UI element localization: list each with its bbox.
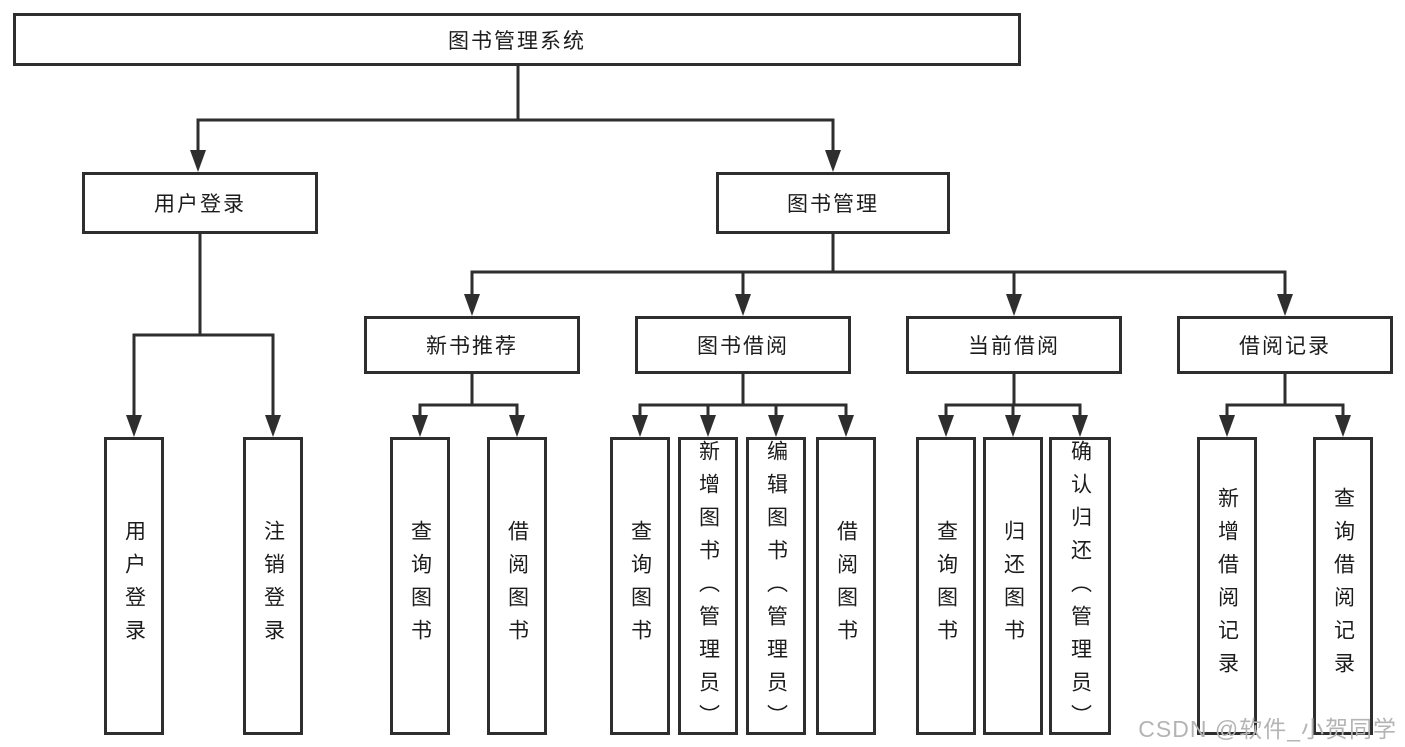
leaf-label: 查询图书	[934, 520, 959, 652]
leaf-label: 注销登录	[261, 520, 286, 652]
node-root-system: 图书管理系统	[13, 13, 1021, 66]
leaf-add-books-admin: 新增图书（管理员）	[678, 437, 738, 737]
leaf-borrow-books: 借阅图书	[816, 437, 876, 735]
leaf-label: 用户登录	[122, 520, 147, 652]
leaf-return-books: 归还图书	[983, 437, 1043, 735]
leaf-label: 查询借阅记录	[1331, 487, 1356, 685]
node-current-borrowing: 当前借阅	[906, 316, 1122, 374]
leaf-label: 新增借阅记录	[1215, 487, 1240, 685]
node-book-management-branch: 图书管理	[716, 172, 950, 234]
leaf-query-books-current: 查询图书	[916, 437, 976, 735]
leaf-confirm-return-admin: 确认归还（管理员）	[1049, 437, 1111, 737]
node-new-book-recommend: 新书推荐	[364, 316, 580, 374]
leaf-add-borrow-record: 新增借阅记录	[1197, 437, 1257, 735]
leaf-user-login: 用户登录	[104, 437, 164, 735]
csdn-watermark: CSDN @软件_小贺同学	[1138, 716, 1397, 742]
leaf-query-books-recommend: 查询图书	[390, 437, 450, 735]
node-book-borrowing: 图书借阅	[635, 316, 851, 374]
leaf-edit-books-admin: 编辑图书（管理员）	[746, 437, 806, 737]
leaf-label: 编辑图书（管理员）	[764, 440, 789, 737]
leaf-label: 查询图书	[628, 520, 653, 652]
leaf-label: 归还图书	[1001, 520, 1026, 652]
leaf-label: 确认归还（管理员）	[1068, 440, 1093, 737]
leaf-label: 新增图书（管理员）	[696, 440, 721, 737]
leaf-query-borrow-record: 查询借阅记录	[1313, 437, 1373, 735]
leaf-query-books-borrow: 查询图书	[610, 437, 670, 735]
node-borrowing-records: 借阅记录	[1177, 316, 1393, 374]
leaf-borrow-books-recommend: 借阅图书	[487, 437, 547, 735]
leaf-label: 查询图书	[408, 520, 433, 652]
arrowhead-icons	[126, 150, 1351, 437]
leaf-logout: 注销登录	[243, 437, 303, 735]
node-user-login-branch: 用户登录	[82, 172, 318, 234]
leaf-label: 借阅图书	[505, 520, 530, 652]
leaf-label: 借阅图书	[834, 520, 859, 652]
